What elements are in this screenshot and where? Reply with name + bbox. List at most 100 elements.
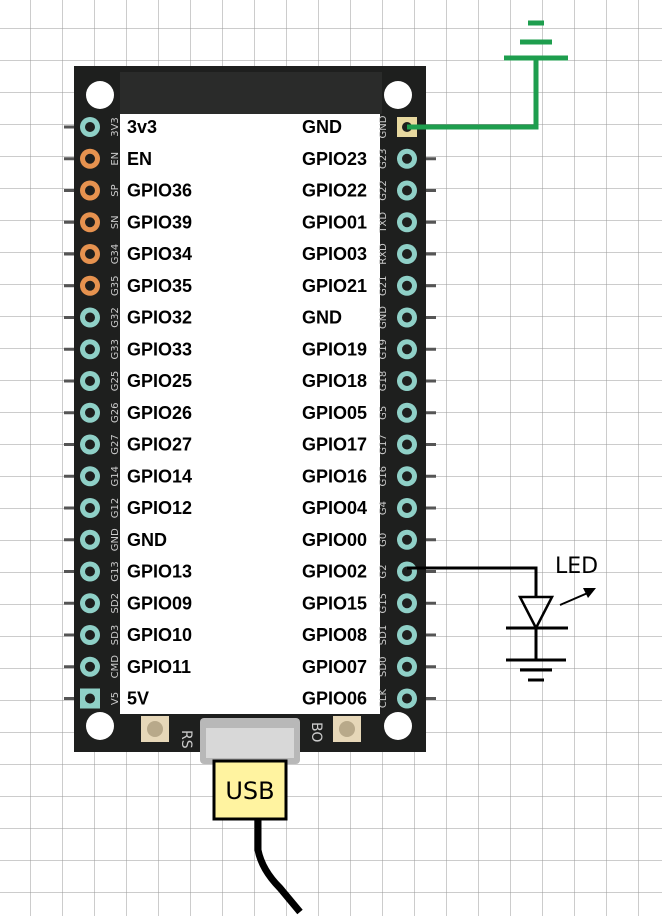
pin-hole [85,312,95,323]
pin-hole [402,249,412,259]
pin-silkscreen-label: G16 [378,466,389,486]
reset-button: RS [141,716,194,749]
pin-hole [85,153,95,164]
pin-label: GPIO25 [127,371,192,391]
pin-silkscreen-label: SD3 [110,625,121,645]
left-pin-12: G14 GPIO14 [64,466,192,486]
pin-silkscreen-label: G19 [378,339,389,359]
reset-button-label: RS [178,730,194,749]
pin-hole [85,217,95,228]
pin-label: GPIO08 [302,625,367,645]
usb-cable [254,815,303,915]
pin-label: EN [127,149,152,169]
pin-hole [402,185,412,196]
mounting-hole [86,81,114,109]
pin-hole [402,630,412,640]
pin-label: GPIO01 [302,212,367,232]
pin-hole [85,693,95,704]
pin-silkscreen-label: G23 [378,149,389,169]
left-pin-17: SD3 GPIO10 [64,625,192,645]
board-label-area [120,114,294,714]
left-pin-18: CMD GPIO11 [64,655,191,679]
pin-label: GPIO10 [127,625,192,645]
pin-label: GPIO27 [127,435,192,455]
pin-hole [85,344,95,355]
pin-silkscreen-label: CLK [378,689,389,709]
pin-label: GPIO14 [127,466,192,486]
pin-silkscreen-label: TXD [378,212,389,234]
esp32-board: RS BO [74,66,426,764]
pin-silkscreen-label: 3V3 [110,117,121,137]
pin-label: GPIO21 [302,276,367,296]
pin-hole [402,312,412,323]
pin-hole [85,439,95,450]
pin-hole [85,122,95,132]
pin-silkscreen-label: G4 [378,501,389,515]
pin-hole [85,185,95,196]
pin-silkscreen-label: GND [378,306,389,329]
pin-label: GPIO22 [302,181,367,201]
pin-hole [85,280,95,291]
pin-label: GPIO36 [127,181,192,201]
pin-label: GPIO35 [127,276,192,296]
pin-label: GPIO02 [302,562,367,582]
pin-hole [402,439,412,450]
pin-hole [402,503,412,513]
pin-hole [402,471,412,482]
pin-silkscreen-label: SD2 [110,593,121,613]
pin-silkscreen-label: G25 [110,371,121,391]
pin-label: GPIO26 [127,403,192,423]
boot-button-label: BO [308,722,324,742]
pin-label: GPIO32 [127,308,192,328]
pin-label: GPIO19 [302,339,367,359]
mounting-hole [86,712,114,740]
pin-silkscreen-label: G0 [378,533,389,547]
right-pin-4: TXD GPIO01 [302,212,436,234]
pin-label: GPIO11 [127,657,191,677]
pin-silkscreen-label: G22 [378,180,389,200]
pin-label: GND [302,308,342,328]
pin-label: GND [127,530,167,550]
pin-silkscreen-label: G17 [378,434,389,454]
pin-silkscreen-label: G21 [378,276,389,296]
led-emission-arrow [559,591,591,606]
pin-label: GPIO05 [302,403,367,423]
pin-hole [402,407,412,418]
pin-label: GPIO04 [302,498,367,518]
pin-label: GPIO12 [127,498,192,518]
pin-hole [85,376,95,386]
pin-label: GPIO00 [302,530,367,550]
pin-silkscreen-label: SD0 [378,657,389,677]
pin-silkscreen-label: CMD [110,655,121,679]
pin-label: GPIO39 [127,212,192,232]
boot-button: BO [308,716,361,742]
pin-hole [85,598,95,609]
pin-label: GPIO18 [302,371,367,391]
pin-hole [402,217,412,228]
pin-label: GPIO33 [127,339,192,359]
usb-label-box: USB [212,759,288,821]
pin-hole [402,598,412,609]
pin-silkscreen-label: SP [110,184,121,196]
pin-label: GPIO03 [302,244,367,264]
pin-silkscreen-label: RXD [378,243,389,265]
pin-silkscreen-label: G14 [110,466,121,486]
pin-silkscreen-label: V5 [110,692,121,705]
pin-label: GPIO16 [302,466,367,486]
pin-label: GPIO15 [302,593,367,613]
pin-silkscreen-label: G13 [110,561,121,581]
pin-silkscreen-label: G35 [110,276,121,296]
led-circuit: LED [407,554,598,682]
